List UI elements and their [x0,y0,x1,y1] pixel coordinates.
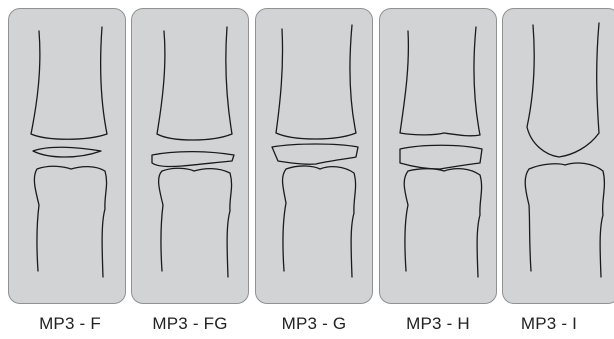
stage-label: MP3 - I [484,314,614,334]
stage-label: MP3 - G [249,314,379,334]
stage-panel-mp3-g [255,8,373,304]
stage-panel-mp3-i [502,8,614,304]
finger-bone-illustration [132,9,249,304]
finger-bone-illustration [380,9,497,304]
finger-bone-illustration [256,9,373,304]
stage-panel-mp3-fg [131,8,249,304]
stage-label: MP3 - F [5,314,135,334]
stage-panel-mp3-h [379,8,497,304]
stage-label: MP3 - FG [125,314,255,334]
finger-bone-illustration [9,9,126,304]
stage-panel-mp3-f [8,8,126,304]
finger-bone-illustration [503,9,614,304]
